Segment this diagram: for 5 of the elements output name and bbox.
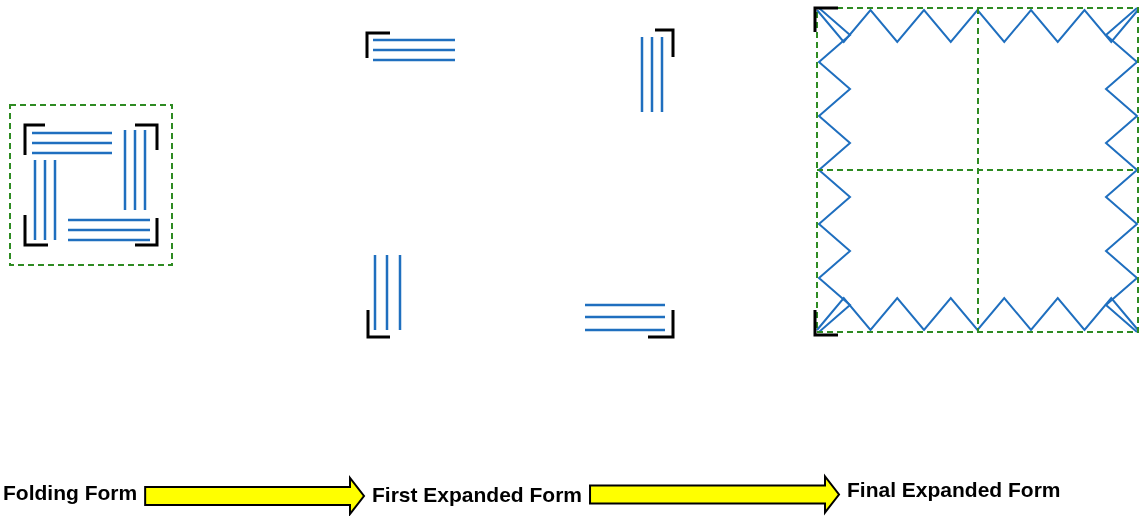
block-arrow [589, 473, 841, 516]
block-arrow [144, 475, 366, 516]
form-caption: Folding Form [3, 480, 138, 506]
form-caption: Final Expanded Form [847, 477, 1061, 503]
form-caption: First Expanded Form [372, 482, 583, 508]
